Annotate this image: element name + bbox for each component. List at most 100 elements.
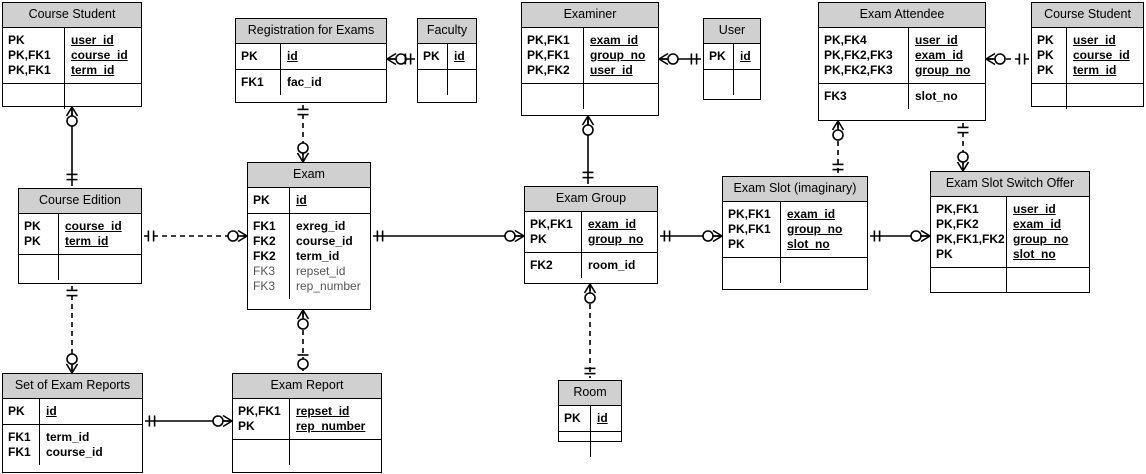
attribute-column: slot_no <box>909 84 964 109</box>
key-label: PK,FK1,FK2 <box>936 231 1005 246</box>
cardinality-zero-ring <box>297 142 309 154</box>
attribute-label: fac_id <box>287 74 322 89</box>
rel-attendee-exam-slot[interactable] <box>831 120 845 174</box>
rel-course-student-course-edition[interactable] <box>65 106 79 186</box>
rel-examiner-user[interactable] <box>658 52 701 66</box>
rel-exam-exam-group[interactable] <box>373 229 525 243</box>
rel-attendee-switch-offer[interactable] <box>956 123 970 172</box>
attribute-column: id <box>290 188 313 213</box>
entity-title-exam-report: Exam Report <box>233 374 381 399</box>
key-column <box>19 254 59 280</box>
connector-line <box>65 363 73 374</box>
entity-section-course-student-right-attr_rows <box>1032 83 1143 109</box>
key-label: PK,FK1 <box>530 216 573 231</box>
entity-title-set-of-exam-reports: Set of Exam Reports <box>3 374 142 399</box>
connector-line <box>712 235 723 243</box>
attribute-label: term_id <box>71 62 115 77</box>
rel-registration-faculty[interactable] <box>386 52 415 66</box>
key-column: FK2 <box>525 252 582 278</box>
key-label: PK <box>728 236 745 251</box>
connector-line <box>386 52 397 60</box>
key-label: PK,FK4 <box>824 32 867 47</box>
attribute-label: slot_no <box>787 236 830 251</box>
key-label: PK <box>238 418 255 433</box>
rel-registration-exam[interactable] <box>296 105 310 163</box>
rel-exam-exam-report[interactable] <box>296 309 310 371</box>
connector-line <box>514 235 525 243</box>
rel-exam-group-exam-slot[interactable] <box>660 229 723 243</box>
rel-reports-exam-report[interactable] <box>145 414 233 428</box>
attribute-column <box>781 258 796 283</box>
entity-section-examiner-attr_rows <box>522 83 658 109</box>
rel-exam-slot-switch-offer[interactable] <box>870 229 931 243</box>
attribute-label: user_id <box>915 32 958 47</box>
rel-exam-group-room[interactable] <box>583 283 597 378</box>
key-column: PK <box>248 187 290 213</box>
connector-line <box>837 120 845 131</box>
cardinality-zero-ring <box>584 292 596 304</box>
key-column: PK <box>559 405 591 431</box>
key-label: PK,FK1 <box>728 206 771 221</box>
attribute-column <box>584 84 599 109</box>
connector-line <box>581 115 589 126</box>
entity-title-registration-for-exams: Registration for Exams <box>236 19 386 44</box>
key-column: FK3 <box>819 83 909 109</box>
key-column <box>1032 83 1067 109</box>
attribute-column: id <box>281 44 304 69</box>
key-label: PK <box>241 48 258 63</box>
attribute-label: exam_id <box>590 32 639 47</box>
key-label: PK,FK1 <box>8 47 51 62</box>
entity-title-course-student-right: Course Student <box>1032 3 1143 28</box>
connector-line <box>920 235 931 243</box>
cardinality-zero-ring <box>504 230 516 242</box>
rel-course-edition-exam[interactable] <box>144 229 248 243</box>
attribute-column: fac_id <box>281 70 328 95</box>
key-label: FK1 <box>8 444 31 459</box>
rel-examiner-exam-group[interactable] <box>581 115 595 184</box>
key-label: FK3 <box>253 263 276 278</box>
attribute-label: exam_id <box>1013 216 1062 231</box>
entity-title-exam-attendee: Exam Attendee <box>819 3 985 28</box>
connector-line <box>222 420 233 428</box>
attribute-column <box>591 432 606 457</box>
connector-line <box>302 152 310 163</box>
rel-attendee-course-student[interactable] <box>985 52 1029 66</box>
rel-course-edition-reports[interactable] <box>65 286 79 374</box>
attribute-label: group_no <box>1013 231 1069 246</box>
entity-section-user-attr_rows <box>704 69 760 95</box>
key-label: FK2 <box>253 248 276 263</box>
key-label: PK <box>24 233 41 248</box>
